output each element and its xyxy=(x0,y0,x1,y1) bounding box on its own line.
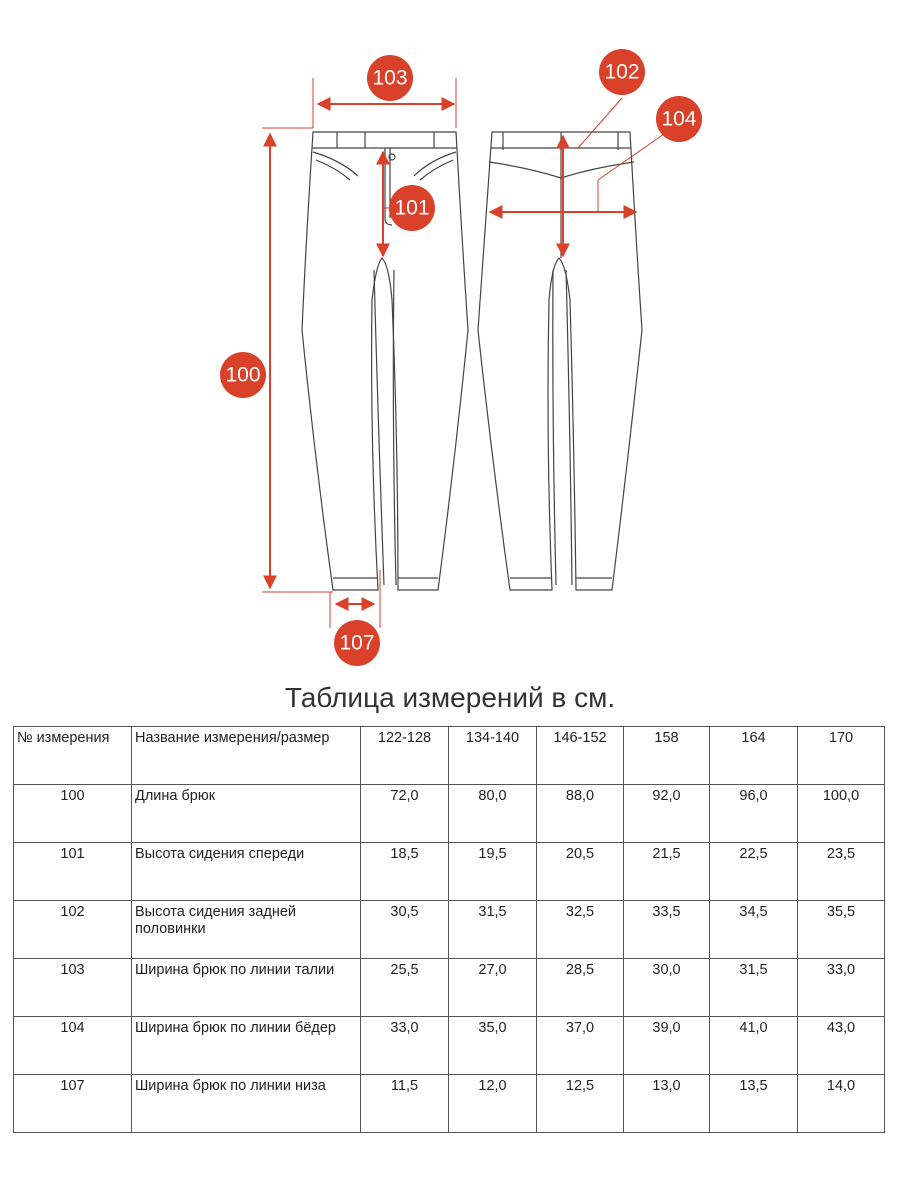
header-size: 122-128 xyxy=(360,726,449,785)
row-value: 32,5 xyxy=(536,900,624,959)
row-value: 41,0 xyxy=(709,1016,798,1075)
measurement-table: № измерения Название измерения/размер 12… xyxy=(13,726,885,1133)
table-header-row: № измерения Название измерения/размер 12… xyxy=(13,726,885,785)
row-value: 88,0 xyxy=(536,784,624,843)
row-value: 37,0 xyxy=(536,1016,624,1075)
header-size: 146-152 xyxy=(536,726,624,785)
row-value: 14,0 xyxy=(797,1074,885,1133)
svg-text:100: 100 xyxy=(225,364,260,387)
row-value: 96,0 xyxy=(709,784,798,843)
row-value: 30,5 xyxy=(360,900,449,959)
row-number: 104 xyxy=(13,1016,132,1075)
row-value: 21,5 xyxy=(623,842,710,901)
row-value: 18,5 xyxy=(360,842,449,901)
svg-text:101: 101 xyxy=(394,197,429,220)
table-row: 103 Ширина брюк по линии талии 25,5 27,0… xyxy=(13,958,885,1017)
row-value: 35,5 xyxy=(797,900,885,959)
row-number: 100 xyxy=(13,784,132,843)
row-value: 28,5 xyxy=(536,958,624,1017)
marker-101: 101 xyxy=(389,185,435,231)
row-value: 25,5 xyxy=(360,958,449,1017)
row-value: 13,5 xyxy=(709,1074,798,1133)
table-row: 100 Длина брюк 72,0 80,0 88,0 92,0 96,0 … xyxy=(13,784,885,843)
trousers-measurement-diagram: 103 100 101 102 104 107 xyxy=(220,49,702,666)
row-name: Ширина брюк по линии низа xyxy=(131,1074,361,1133)
svg-text:107: 107 xyxy=(339,632,374,655)
row-value: 11,5 xyxy=(360,1074,449,1133)
row-value: 23,5 xyxy=(797,842,885,901)
row-number: 101 xyxy=(13,842,132,901)
marker-104: 104 xyxy=(656,96,702,142)
header-name: Название измерения/размер xyxy=(131,726,361,785)
header-size: 134-140 xyxy=(448,726,537,785)
row-value: 30,0 xyxy=(623,958,710,1017)
row-value: 100,0 xyxy=(797,784,885,843)
header-size: 164 xyxy=(709,726,798,785)
row-name: Высота сидения задней половинки xyxy=(131,900,361,959)
table-title: Таблица измерений в см. xyxy=(284,682,616,713)
row-value: 27,0 xyxy=(448,958,537,1017)
row-number: 107 xyxy=(13,1074,132,1133)
row-value: 92,0 xyxy=(623,784,710,843)
row-value: 39,0 xyxy=(623,1016,710,1075)
header-number: № измерения xyxy=(13,726,132,785)
trousers-front-view xyxy=(301,131,469,591)
svg-text:103: 103 xyxy=(372,67,407,90)
row-value: 20,5 xyxy=(536,842,624,901)
row-value: 12,5 xyxy=(536,1074,624,1133)
row-value: 34,5 xyxy=(709,900,798,959)
row-value: 33,5 xyxy=(623,900,710,959)
row-number: 102 xyxy=(13,900,132,959)
row-name: Высота сидения спереди xyxy=(131,842,361,901)
row-number: 103 xyxy=(13,958,132,1017)
table-row: 101 Высота сидения спереди 18,5 19,5 20,… xyxy=(13,842,885,901)
row-value: 19,5 xyxy=(448,842,537,901)
row-value: 31,5 xyxy=(709,958,798,1017)
row-value: 22,5 xyxy=(709,842,798,901)
trousers-back-view xyxy=(477,131,643,591)
marker-103: 103 xyxy=(367,55,413,101)
marker-100: 100 xyxy=(220,352,266,398)
svg-text:102: 102 xyxy=(604,61,639,84)
header-size: 170 xyxy=(797,726,885,785)
marker-107: 107 xyxy=(334,620,380,666)
table-row: 102 Высота сидения задней половинки 30,5… xyxy=(13,900,885,959)
row-value: 33,0 xyxy=(797,958,885,1017)
row-value: 72,0 xyxy=(360,784,449,843)
row-value: 13,0 xyxy=(623,1074,710,1133)
header-size: 158 xyxy=(623,726,710,785)
row-value: 35,0 xyxy=(448,1016,537,1075)
marker-102: 102 xyxy=(599,49,645,95)
row-name: Ширина брюк по линии бёдер xyxy=(131,1016,361,1075)
measurement-lines xyxy=(262,78,665,628)
row-name: Длина брюк xyxy=(131,784,361,843)
row-value: 33,0 xyxy=(360,1016,449,1075)
table-row: 104 Ширина брюк по линии бёдер 33,0 35,0… xyxy=(13,1016,885,1075)
row-value: 12,0 xyxy=(448,1074,537,1133)
row-value: 43,0 xyxy=(797,1016,885,1075)
row-name: Ширина брюк по линии талии xyxy=(131,958,361,1017)
row-value: 80,0 xyxy=(448,784,537,843)
row-value: 31,5 xyxy=(448,900,537,959)
svg-text:104: 104 xyxy=(661,108,696,131)
table-row: 107 Ширина брюк по линии низа 11,5 12,0 … xyxy=(13,1074,885,1133)
